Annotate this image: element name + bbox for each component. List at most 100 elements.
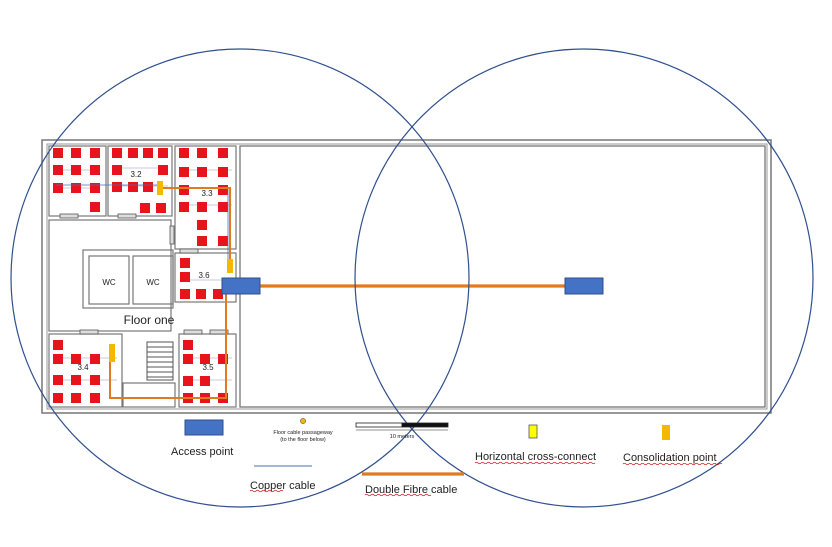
legend-consolidation-point-icon bbox=[662, 425, 670, 440]
workstation bbox=[200, 354, 210, 364]
workstation bbox=[180, 272, 190, 282]
room-label-3-4: 3.4 bbox=[77, 363, 89, 372]
floor-cable-passageway-label-1: Floor cable passageway bbox=[273, 430, 333, 436]
workstation bbox=[71, 375, 81, 385]
workstation bbox=[218, 148, 228, 158]
workstation bbox=[158, 165, 168, 175]
workstation bbox=[196, 289, 206, 299]
room-label-3-3: 3.3 bbox=[201, 189, 213, 198]
wc-label-left: WC bbox=[102, 278, 116, 287]
consolidation-point-marker bbox=[157, 181, 163, 195]
coverage-circle-left bbox=[10, 48, 470, 508]
wc-left bbox=[88, 255, 130, 305]
workstation bbox=[53, 354, 63, 364]
workstation bbox=[112, 182, 122, 192]
spellcheck-underline bbox=[474, 461, 596, 465]
room-3-5 bbox=[178, 333, 237, 408]
scale-bar-label: 10 meters bbox=[390, 434, 415, 440]
workstation bbox=[53, 165, 63, 175]
room-3-2 bbox=[107, 145, 173, 217]
workstation bbox=[140, 203, 150, 213]
workstation bbox=[197, 236, 207, 246]
workstation bbox=[200, 376, 210, 386]
room-label-3-2: 3.2 bbox=[130, 170, 142, 179]
workstation bbox=[156, 203, 166, 213]
open-area bbox=[239, 145, 766, 408]
spellcheck-underline bbox=[249, 489, 284, 493]
legend-fibre-cable-label: Double Fibre cable bbox=[365, 484, 457, 496]
floor-name: Floor one bbox=[124, 313, 175, 327]
room-3-3 bbox=[174, 145, 237, 250]
workstation bbox=[90, 375, 100, 385]
workstation bbox=[183, 340, 193, 350]
workstation bbox=[128, 182, 138, 192]
workstation bbox=[197, 220, 207, 230]
workstation bbox=[90, 393, 100, 403]
workstation bbox=[180, 258, 190, 268]
workstation bbox=[218, 185, 228, 195]
internal-fibre-cable bbox=[109, 187, 231, 399]
workstation bbox=[183, 354, 193, 364]
workstation bbox=[197, 167, 207, 177]
workstation bbox=[218, 354, 228, 364]
legend-access-point-label: Access point bbox=[171, 446, 233, 458]
workstation bbox=[90, 354, 100, 364]
workstation bbox=[90, 202, 100, 212]
scale-bar: 10 meters bbox=[355, 422, 449, 440]
workstation bbox=[180, 289, 190, 299]
legend-horizontal-cross-connect-label: Horizontal cross-connect bbox=[475, 451, 596, 463]
workstation bbox=[158, 148, 168, 158]
workstation bbox=[53, 183, 63, 193]
doors bbox=[59, 213, 229, 335]
legend: Access point Floor cable passageway (to … bbox=[171, 418, 723, 497]
workstation bbox=[90, 183, 100, 193]
spellcheck-underline bbox=[364, 493, 432, 497]
workstation bbox=[179, 167, 189, 177]
room-label-3-6: 3.6 bbox=[198, 271, 210, 280]
stairs bbox=[146, 341, 174, 381]
room-label-3-5: 3.5 bbox=[202, 363, 214, 372]
workstation bbox=[213, 289, 223, 299]
workstation bbox=[53, 148, 63, 158]
access-point-left bbox=[221, 277, 261, 295]
room-labels: 3.2 3.3 3.6 3.4 3.5 WC WC Floor one bbox=[77, 170, 214, 372]
workstation bbox=[218, 202, 228, 212]
legend-consolidation-point-label: Consolidation point bbox=[623, 452, 717, 464]
workstation bbox=[71, 148, 81, 158]
wc-label-right: WC bbox=[146, 278, 160, 287]
workstation bbox=[183, 376, 193, 386]
workstation bbox=[71, 354, 81, 364]
workstation bbox=[197, 148, 207, 158]
legend-copper-cable-label: Copper cable bbox=[250, 480, 315, 492]
corridor-block bbox=[48, 219, 172, 332]
spellcheck-underline bbox=[622, 462, 723, 466]
wc-right bbox=[132, 255, 174, 305]
workstation bbox=[143, 148, 153, 158]
legend-access-point-icon bbox=[184, 419, 224, 436]
workstation bbox=[53, 393, 63, 403]
workstation bbox=[218, 236, 228, 246]
workstation bbox=[197, 202, 207, 212]
workstation bbox=[90, 165, 100, 175]
workstation bbox=[179, 202, 189, 212]
workstation bbox=[53, 340, 63, 350]
rooms bbox=[48, 145, 237, 408]
floor-cable-passageway-label-2: (to the floor below) bbox=[280, 437, 326, 443]
workstation bbox=[112, 148, 122, 158]
workstation bbox=[179, 148, 189, 158]
workstation bbox=[90, 148, 100, 158]
coverage-circle-right bbox=[354, 48, 814, 508]
workstation bbox=[179, 185, 189, 195]
floor-cable-passageway-icon bbox=[300, 418, 306, 424]
workstation bbox=[53, 375, 63, 385]
workstation bbox=[128, 148, 138, 158]
workstation bbox=[71, 393, 81, 403]
workstation bbox=[71, 165, 81, 175]
access-point-right bbox=[564, 277, 604, 295]
workstation bbox=[143, 182, 153, 192]
consolidation-point-marker bbox=[109, 344, 115, 362]
workstation bbox=[71, 183, 81, 193]
consolidation-point-marker bbox=[227, 259, 233, 273]
workstation bbox=[112, 165, 122, 175]
